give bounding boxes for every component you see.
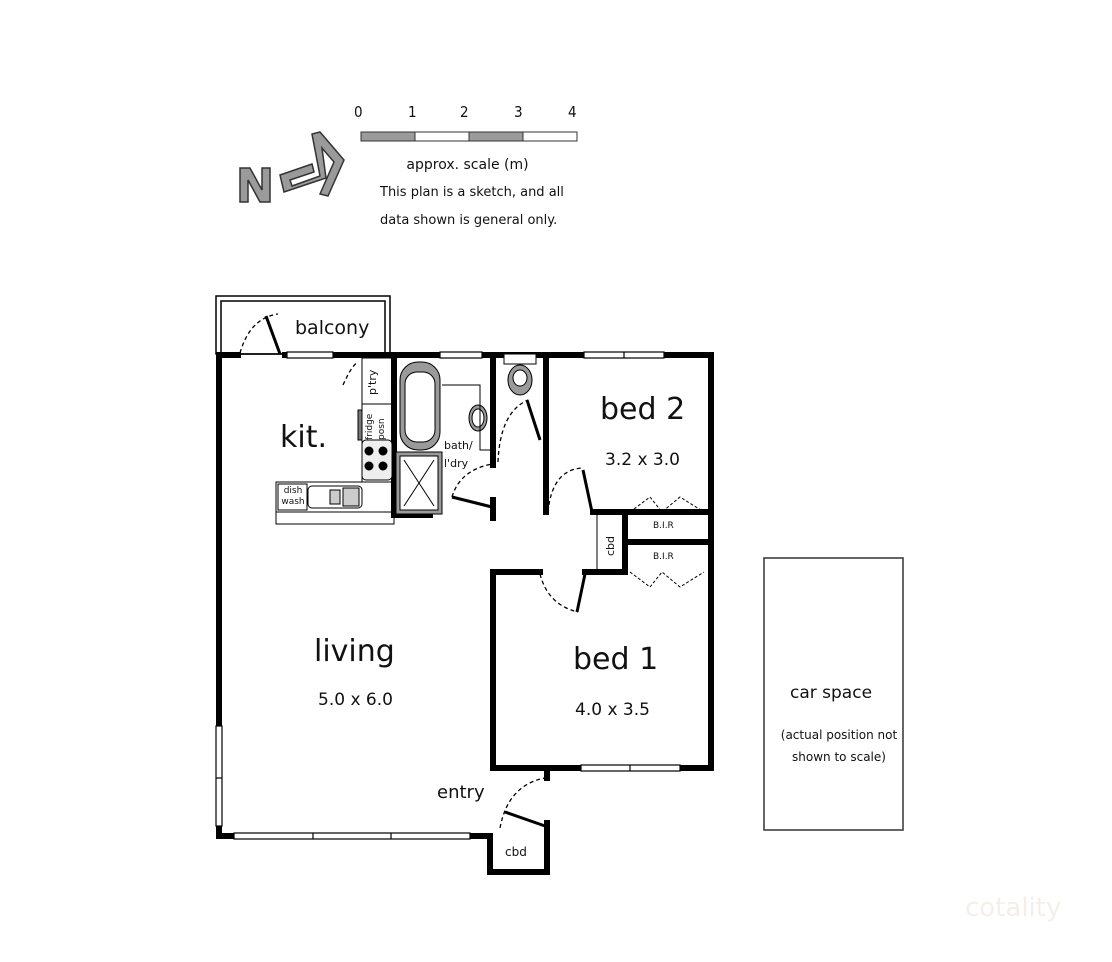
scale-tick-1: 1 [408,103,417,121]
car-space-note-1: (actual position not [780,728,898,742]
scale-bar [360,131,578,142]
label-fridge-line1: fridge [365,413,375,440]
label-bath-laundry: bath/ l'dry [444,437,473,473]
kitchen-fixtures [275,357,395,525]
room-label-kitchen: kit. [280,420,328,455]
walls [216,352,714,875]
room-dims-bed1: 4.0 x 3.5 [575,700,650,720]
label-bir-lower: B.I.R [653,552,674,562]
scale-tick-3: 3 [514,103,523,121]
scale-tick-2: 2 [460,103,469,121]
room-label-living: living [314,634,395,669]
car-space-outline [763,557,904,831]
car-space-label: car space [790,683,873,703]
robe-outlines [596,496,705,588]
label-fridge-position: fridge posn [364,414,388,440]
label-pantry: p'try [366,369,379,395]
door-leaves [264,315,594,828]
scale-unit-label: approx. scale (m) [406,157,529,173]
room-label-entry: entry [437,782,485,803]
north-arrow-icon [239,131,345,203]
label-dishwasher-line1: dish [283,486,303,496]
label-cbd-entry: cbd [505,845,527,859]
doors [239,313,583,829]
label-bath-line2: l'dry [444,457,469,470]
room-label-balcony: balcony [295,317,370,339]
car-space-note-2: shown to scale) [792,750,886,764]
label-dishwasher: dish wash [280,486,306,508]
watermark-logo: cotality [965,893,1062,923]
windows [215,351,681,840]
label-bir-upper: B.I.R [653,521,674,531]
disclaimer-line-2: data shown is general only. [380,213,558,228]
label-cbd-hall: cbd [604,535,617,556]
scale-tick-0: 0 [354,103,363,121]
label-fridge-line2: posn [377,418,387,440]
label-bath-line1: bath/ [444,439,473,452]
bath-fixtures [395,353,537,515]
scale-tick-4: 4 [568,103,577,121]
disclaimer-line-1: This plan is a sketch, and all [380,185,564,200]
room-label-bed2: bed 2 [600,392,686,427]
label-dishwasher-line2: wash [281,497,305,507]
room-label-bed1: bed 1 [573,642,659,677]
room-dims-bed2: 3.2 x 3.0 [605,450,680,470]
room-dims-living: 5.0 x 6.0 [318,690,393,710]
